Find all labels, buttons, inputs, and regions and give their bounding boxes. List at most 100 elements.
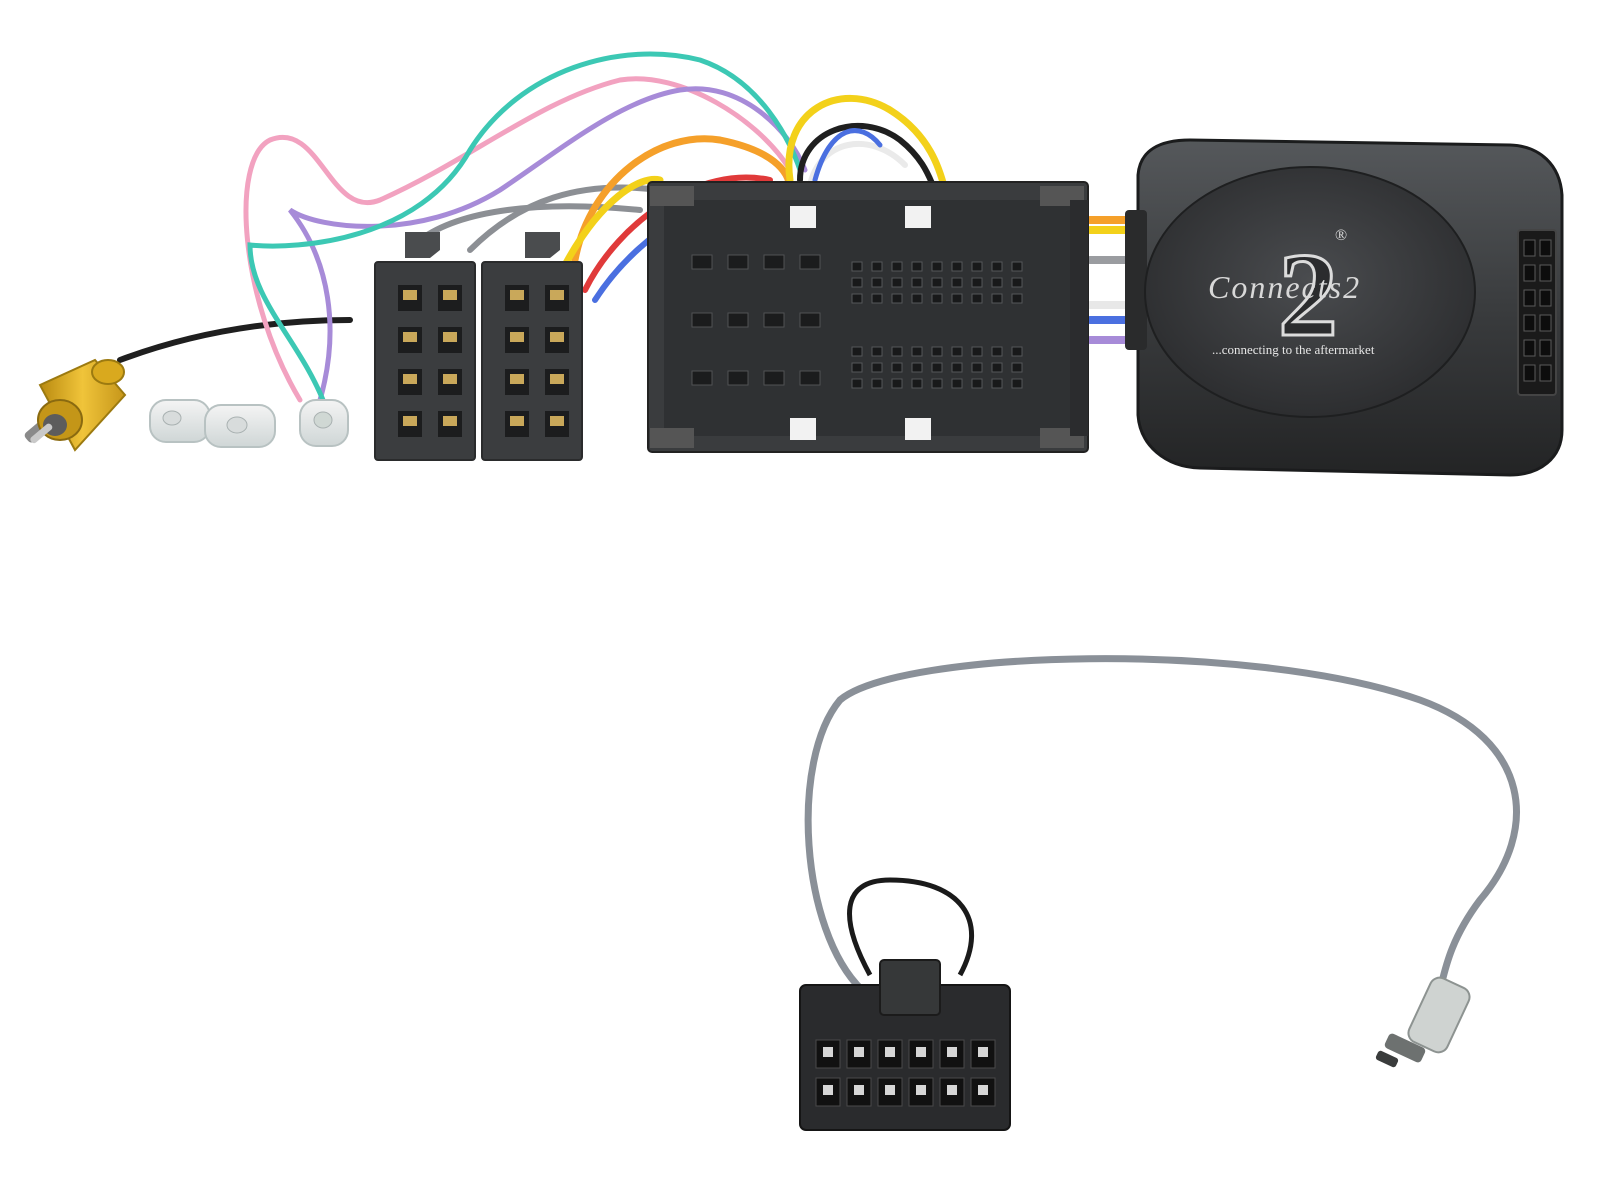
module-port-pin [1523, 339, 1536, 357]
plug-pin-contact [885, 1047, 895, 1057]
oem-small-pin [871, 277, 883, 288]
oem-small-pin [991, 346, 1003, 357]
oem-small-pin [871, 293, 883, 304]
plug-pin-contact [854, 1085, 864, 1095]
plug-pin-contact [823, 1047, 833, 1057]
teal-wire [247, 51, 803, 408]
rca-lead-wire [117, 317, 353, 363]
oem-large-pin [691, 370, 713, 386]
oem-small-pin [971, 346, 983, 357]
oem-small-pin [931, 362, 943, 373]
module-port-pin [1539, 314, 1552, 332]
iso-pins [398, 285, 569, 437]
oem-small-pin [1011, 261, 1023, 272]
oem-small-pin [1011, 277, 1023, 288]
iso-pin-contact [510, 416, 524, 426]
oem-large-pin [763, 312, 785, 328]
oem-small-pin [991, 261, 1003, 272]
oem-small-pin [891, 293, 903, 304]
oem-small-pin [931, 261, 943, 272]
oem-small-pin [1011, 293, 1023, 304]
rca-plug-icon [24, 358, 127, 452]
iso-pin-contact [510, 290, 524, 300]
oem-small-pin [911, 362, 923, 373]
orange-wire [571, 135, 794, 264]
iso-pin-contact [443, 416, 457, 426]
oem-small-pin [971, 378, 983, 389]
oem-small-pin [871, 362, 883, 373]
oem-large-pin [799, 254, 821, 270]
oem-small-pin [951, 261, 963, 272]
iso-pin-contact [403, 332, 417, 342]
oem-small-pin [851, 293, 863, 304]
spade-terminal-1 [149, 399, 211, 443]
black-loop-wire [847, 877, 974, 977]
plug-pin-contact [947, 1085, 957, 1095]
oem-large-pin [691, 254, 713, 270]
iso-pin-contact [443, 290, 457, 300]
oem-pins [691, 254, 1023, 389]
plug-pin-grid [815, 1039, 996, 1107]
module-port-pin [1539, 239, 1552, 257]
brand-logo-text: Connects2 [1208, 269, 1361, 305]
oem-small-pin [851, 378, 863, 389]
oem-small-pin [871, 346, 883, 357]
oem-small-pin [931, 378, 943, 389]
oem-small-pin [911, 378, 923, 389]
oem-small-pin [911, 293, 923, 304]
oem-large-pin [727, 370, 749, 386]
plug-pin-contact [978, 1047, 988, 1057]
twelve-pin-plug [799, 959, 1011, 1131]
oem-large-pin [691, 312, 713, 328]
plug-pin-contact [854, 1047, 864, 1057]
oem-large-pin [727, 312, 749, 328]
iso-connector-right [481, 232, 583, 461]
oem-small-pin [1011, 346, 1023, 357]
oem-small-pin [971, 261, 983, 272]
brand-mark-numeral: 2 [1278, 228, 1338, 361]
oem-small-pin [971, 293, 983, 304]
iso-pin-contact [550, 332, 564, 342]
oem-small-pin [971, 362, 983, 373]
oem-small-pin [991, 293, 1003, 304]
black-top-wire [797, 122, 938, 193]
oem-small-pin [851, 261, 863, 272]
iso-connector-icon [374, 232, 583, 461]
iso-pin-contact [550, 416, 564, 426]
module-port-pin [1523, 239, 1536, 257]
iso-pin-contact [550, 374, 564, 384]
oem-large-pin [763, 254, 785, 270]
plug-pin-contact [885, 1085, 895, 1095]
iso-pin-contact [510, 332, 524, 342]
oem-small-pin [951, 346, 963, 357]
oem-small-pin [951, 277, 963, 288]
oem-small-pin [891, 346, 903, 357]
oem-small-pin [851, 277, 863, 288]
iso-pin-contact [403, 416, 417, 426]
iso-connector-left [374, 232, 476, 461]
module-port-pin [1539, 264, 1552, 282]
spade-terminal-2 [204, 404, 276, 448]
spade-terminal-icon [149, 399, 349, 448]
oem-small-pin [951, 293, 963, 304]
iso-pin-contact [443, 374, 457, 384]
module-port-pin [1523, 314, 1536, 332]
spade-terminal-3 [299, 399, 349, 447]
oem-small-pin [911, 346, 923, 357]
interface-module-icon: 2 ® Connects2 ...connecting to the after… [1125, 138, 1564, 477]
oem-small-pin [1011, 362, 1023, 373]
registered-mark: ® [1335, 227, 1347, 244]
oem-small-pin [931, 346, 943, 357]
blue-top-wire [812, 128, 883, 183]
oem-small-pin [1011, 378, 1023, 389]
plug-pin-contact [916, 1047, 926, 1057]
vehicle-harness-connector-icon [647, 181, 1089, 453]
oem-small-pin [931, 277, 943, 288]
module-port-pin [1539, 364, 1552, 382]
oem-small-pin [851, 346, 863, 357]
plug-pin-contact [916, 1085, 926, 1095]
oem-small-pin [951, 362, 963, 373]
oem-small-pin [991, 362, 1003, 373]
